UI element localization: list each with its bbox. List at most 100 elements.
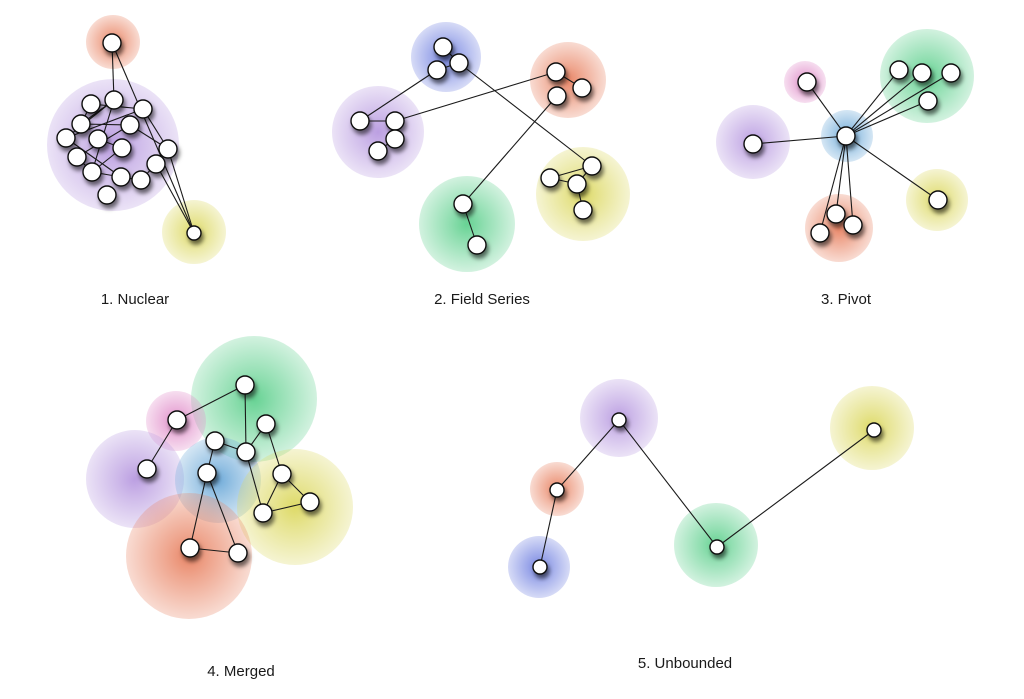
node [889,60,909,80]
node [146,154,166,174]
diagram-merged: 4. Merged [86,336,353,680]
edge [167,148,195,234]
node [368,141,388,161]
edge [845,100,929,137]
cluster-purple [332,86,424,178]
edge [244,384,247,453]
diagram-nuclear: 1. Nuclear [47,15,226,308]
edge [845,135,854,226]
edge [176,384,246,421]
node [120,115,140,135]
node [102,33,122,53]
cluster-green [191,336,317,462]
node [810,223,830,243]
edge [359,69,438,122]
cluster-green [419,176,515,272]
edge [618,419,718,548]
node [112,138,132,158]
edge [835,135,847,215]
edge [458,62,593,167]
edge [462,95,558,205]
node [941,63,961,83]
node [88,129,108,149]
cluster-yellow [536,147,630,241]
node [385,111,405,131]
edge [845,72,952,137]
edge [65,99,115,139]
diagram-caption: 5. Unbounded [638,655,732,672]
edge [806,81,847,137]
diagram-caption: 4. Merged [207,663,275,680]
node [228,543,248,563]
node [836,126,856,146]
diagram-caption: 1. Nuclear [101,291,169,308]
node [427,60,447,80]
node [843,215,863,235]
node [547,86,567,106]
node [572,78,592,98]
node [256,414,276,434]
node [611,412,627,428]
edge [819,135,847,234]
edge [845,135,939,201]
node [797,72,817,92]
node [104,90,124,110]
node [866,422,882,438]
edge [539,489,558,568]
node [546,62,566,82]
node [300,492,320,512]
diagram-pivot: 3. Pivot [716,29,974,308]
node [912,63,932,83]
node [826,204,846,224]
node [186,225,202,241]
node [467,235,487,255]
node [56,128,76,148]
node [236,442,256,462]
node [111,167,131,187]
cluster-blue [411,22,481,92]
edge [716,429,875,548]
node [350,111,370,131]
node [167,410,187,430]
edge [206,472,239,554]
diagram-caption: 3. Pivot [821,291,872,308]
node [532,559,548,575]
diagram-unbounded: 5. Unbounded [508,379,914,672]
node [709,539,725,555]
node [449,53,469,73]
node [433,37,453,57]
diagram-field-series: 2. Field Series [332,22,630,308]
node [385,129,405,149]
node [453,194,473,214]
edge [752,135,847,145]
edge [394,71,557,122]
node [197,463,217,483]
edge [245,451,264,514]
edge [556,419,620,491]
node [82,162,102,182]
edge [189,472,208,549]
node [549,482,565,498]
node [137,459,157,479]
node [235,375,255,395]
node [180,538,200,558]
node [582,156,602,176]
cluster-yellow [237,449,353,565]
node [205,431,225,451]
edge [845,72,923,137]
node [131,170,151,190]
edge [845,69,900,137]
diagram-caption: 2. Field Series [434,291,530,308]
node [67,147,87,167]
node [158,139,178,159]
edge [65,137,122,178]
cluster-red [805,194,873,262]
node [81,94,101,114]
node [253,503,273,523]
edge [155,163,195,234]
node [97,185,117,205]
node [272,464,292,484]
node [918,91,938,111]
node [540,168,560,188]
